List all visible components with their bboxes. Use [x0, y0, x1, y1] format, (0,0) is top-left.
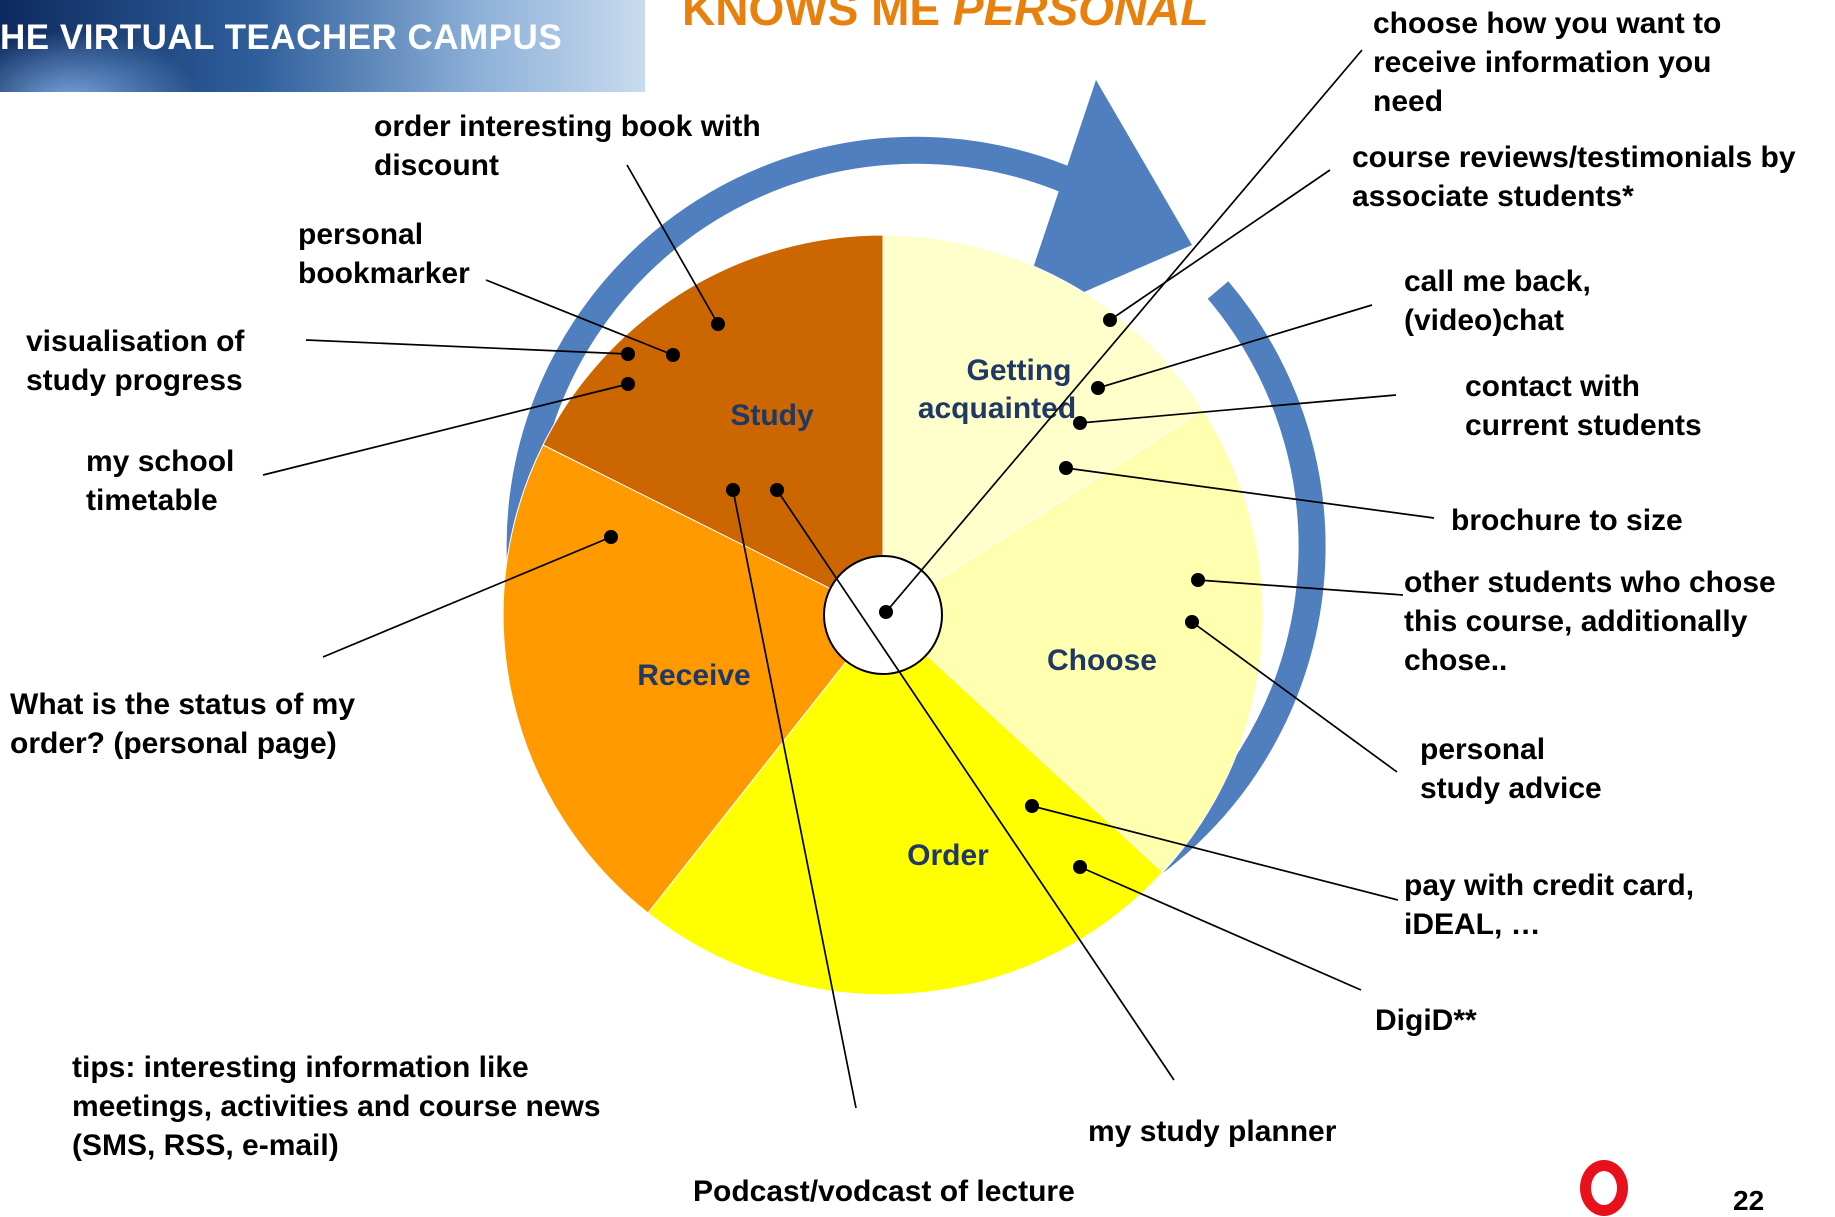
callout-order-book: order interesting book with discount — [374, 110, 761, 182]
dot-bookmarker — [666, 348, 680, 362]
callout-study-advice: personal study advice — [1420, 733, 1602, 805]
leader-line-choose-how — [885, 49, 1363, 613]
leader-line-visualisation — [305, 339, 629, 355]
leader-line-digid — [1079, 866, 1362, 991]
dot-course-reviews — [1103, 313, 1117, 327]
dot-study-advice — [1185, 615, 1199, 629]
leader-line-pay — [1031, 805, 1399, 901]
callout-contact-students: contact with current students — [1465, 370, 1702, 442]
campus-banner: HE VIRTUAL TEACHER CAMPUS — [0, 0, 645, 92]
dot-order-status — [604, 530, 618, 544]
leader-line-course-reviews — [1109, 169, 1331, 321]
segment-label-getting-acquainted-line1: Getting — [967, 354, 1072, 387]
callout-timetable: my school timetable — [86, 445, 235, 517]
callout-dots — [604, 313, 1205, 874]
callout-choose-how: choose how you want to receive informati… — [1373, 7, 1722, 118]
segment-label-choose: Choose — [1047, 644, 1157, 677]
dot-order-book — [711, 317, 725, 331]
callout-tips: tips: interesting information like meeti… — [72, 1051, 601, 1162]
leader-line-brochure — [1065, 467, 1435, 519]
dot-timetable — [621, 377, 635, 391]
dot-podcast — [726, 483, 740, 497]
dot-other-students — [1191, 573, 1205, 587]
heading-emphasis: PERSONAL — [952, 0, 1209, 35]
leader-line-order-book — [626, 164, 719, 325]
dot-brochure — [1059, 461, 1073, 475]
segment-label-order: Order — [907, 839, 989, 872]
dot-study-planner — [770, 483, 784, 497]
dot-call-me-back — [1091, 381, 1105, 395]
banner-title: HE VIRTUAL TEACHER CAMPUS — [0, 18, 563, 57]
callout-visualisation: visualisation of study progress — [26, 325, 245, 397]
callout-other-students: other students who chose this course, ad… — [1404, 566, 1776, 677]
leader-line-call-me-back — [1097, 304, 1373, 389]
segment-label-getting-acquainted-line2: acquainted — [918, 392, 1076, 425]
leader-lines — [262, 49, 1435, 1109]
logo-ring-icon — [1580, 1160, 1628, 1216]
slide-heading: KNOWS ME PERSONAL — [682, 0, 1208, 36]
segment-label-receive: Receive — [637, 659, 750, 692]
callout-call-me-back: call me back, (video)chat — [1404, 265, 1591, 337]
leader-line-contact-students — [1079, 394, 1397, 424]
heading-prefix: KNOWS ME — [682, 0, 953, 35]
segment-label-study: Study — [730, 399, 814, 432]
leader-line-podcast — [732, 489, 857, 1109]
callout-bookmarker: personal bookmarker — [298, 218, 470, 290]
leader-line-bookmarker — [485, 279, 674, 356]
callout-order-status: What is the status of my order? (persona… — [10, 688, 356, 760]
leader-line-timetable — [262, 383, 629, 476]
callout-podcast: Podcast/vodcast of lecture — [693, 1175, 1075, 1208]
callout-pay: pay with credit card, iDEAL, … — [1404, 869, 1695, 941]
dot-contact-students — [1073, 416, 1087, 430]
callout-brochure: brochure to size — [1451, 504, 1683, 537]
callout-digid: DigiD** — [1375, 1004, 1477, 1037]
dot-visualisation — [621, 347, 635, 361]
page-number: 22 — [1733, 1185, 1765, 1216]
leader-line-order-status — [322, 536, 612, 658]
callout-study-planner: my study planner — [1088, 1115, 1337, 1148]
dot-digid — [1073, 860, 1087, 874]
leader-line-study-advice — [1191, 621, 1398, 773]
pie-segment-order — [647, 614, 1164, 996]
pie-segment-choose — [882, 409, 1264, 873]
callout-course-reviews: course reviews/testimonials by associate… — [1352, 141, 1796, 213]
pie-segment-receive — [502, 444, 884, 914]
cycle-arrowhead — [1015, 80, 1192, 322]
dot-pay — [1025, 799, 1039, 813]
leader-line-other-students — [1197, 579, 1404, 596]
dot-choose-how — [879, 605, 893, 619]
leader-line-study-planner — [776, 489, 1175, 1081]
